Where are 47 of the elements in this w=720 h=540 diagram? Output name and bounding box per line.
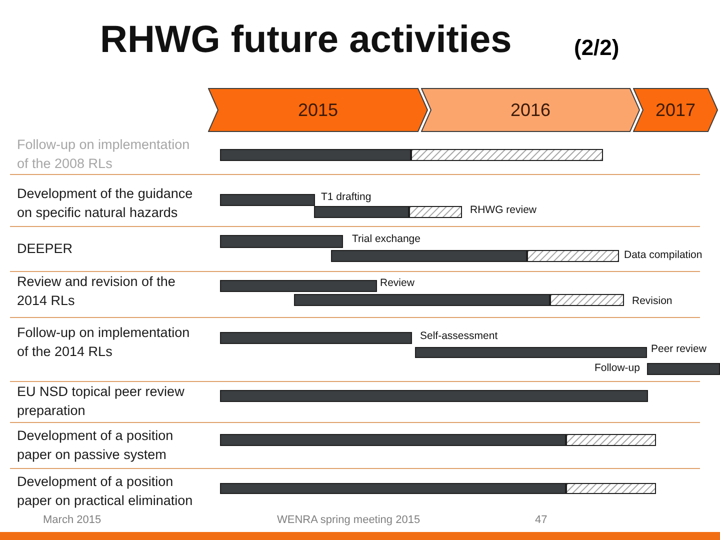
timeline-bar <box>220 235 343 248</box>
activity-label: Review and revision of the 2014 RLs <box>17 273 176 310</box>
page-indicator: (2/2) <box>574 37 620 59</box>
bar-label: Trial exchange <box>352 233 420 246</box>
activity-label: Development of a position paper on passive system <box>17 427 174 464</box>
timeline-bar <box>220 194 315 206</box>
activity-label: Follow-up on implementation of the 2008 RLs <box>17 136 191 173</box>
bar-label: T1 drafting <box>321 191 372 204</box>
timeline-bar <box>220 390 648 402</box>
timeline-bar <box>220 149 411 161</box>
activity-label: DEEPER <box>17 240 74 258</box>
hatched-bar <box>566 434 656 446</box>
hatched-bar <box>409 206 462 218</box>
timeline-bar <box>220 332 412 344</box>
slide-title: RHWG future activities <box>100 21 512 59</box>
footer-text: WENRA spring meeting 2015 <box>277 514 420 527</box>
bar-label: Self-assessment <box>420 330 498 343</box>
bar-label: Follow-up <box>594 362 640 375</box>
bar-label: Review <box>380 277 414 290</box>
bar-label: Revision <box>632 295 672 308</box>
activity-label: Development of the guidance on specific natural hazards <box>17 185 194 222</box>
timeline-bar <box>314 206 409 218</box>
year-band <box>633 88 718 132</box>
hatched-bar <box>527 250 619 262</box>
footer-date: March 2015 <box>43 514 102 527</box>
timeline-bar <box>294 294 550 306</box>
year-label: 2015 <box>298 101 338 119</box>
timeline-bar <box>415 347 647 358</box>
year-label: 2017 <box>655 101 696 119</box>
hatched-bar <box>411 149 603 161</box>
timeline-bar <box>220 483 566 494</box>
year-label: 2016 <box>510 101 551 119</box>
bar-label: RHWG review <box>470 204 537 217</box>
timeline-bar <box>220 280 377 292</box>
year-band <box>421 88 640 132</box>
hatched-bar <box>566 483 656 494</box>
timeline-bar <box>220 434 566 446</box>
hatched-bar <box>550 294 624 306</box>
timeline-bar <box>331 250 527 262</box>
activity-label: Development of a position paper on practical elimination <box>17 473 194 510</box>
timeline-bar <box>647 363 720 375</box>
page-number: 47 <box>535 514 548 527</box>
activity-label: Follow-up on implementation of the 2014 RLs <box>17 324 191 361</box>
activity-label: EU NSD topical peer review preparation <box>17 383 186 420</box>
bar-label: Data compilation <box>624 249 702 262</box>
bar-label: Peer review <box>651 343 706 356</box>
year-band <box>208 88 428 132</box>
